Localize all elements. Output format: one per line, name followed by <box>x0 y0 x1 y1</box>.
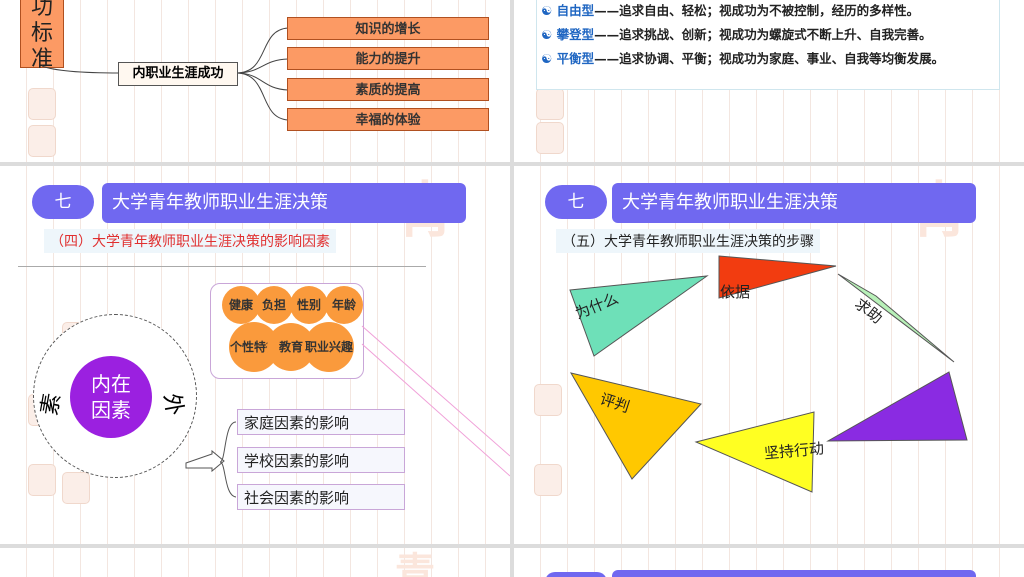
slide-top-left[interactable]: 功 标 准 内职业生涯成功 知识的增长 能力的提升 素质的提高 幸福的体验 <box>0 0 510 162</box>
side-label-char: 标 <box>30 21 53 46</box>
factor-family: 家庭因素的影响 <box>237 409 405 435</box>
yin-yang-icon: ☯ <box>541 27 553 42</box>
slide-influence-factors[interactable]: 青 七 大学青年教师职业生涯决策 （四）大学青年教师职业生涯决策的影响因素 素 … <box>0 166 510 544</box>
seal-stamp-icon <box>28 88 56 120</box>
side-label-box: 功 标 准 <box>20 0 64 72</box>
section-number: 七 <box>545 185 607 219</box>
side-label-char: 准 <box>30 47 53 72</box>
triangle-purple <box>826 371 968 442</box>
section-title-partial <box>612 570 976 577</box>
triangle-basis <box>718 255 837 299</box>
item-ability: 能力的提升 <box>287 47 489 70</box>
type-desc: ——追求自由、轻松；视成功为不被控制，经历的多样性。 <box>594 3 920 18</box>
circle-gender: 性别 <box>290 286 328 324</box>
steps-triangles <box>569 255 968 493</box>
type-name: 自由型 <box>556 3 595 18</box>
item-quality: 素质的提高 <box>287 78 489 101</box>
circle-education: 教育 <box>267 323 315 371</box>
type-desc: ——追求协调、平衡；视成功为家庭、事业、自我等均衡发展。 <box>594 51 945 66</box>
factor-connectors <box>185 325 510 498</box>
slide-top-right[interactable]: ☯ 自由型——追求自由、轻松；视成功为不被控制，经历的多样性。 ☯ 攀登型——追… <box>514 0 1024 162</box>
bracket-connectors <box>41 27 289 121</box>
slide-bottom-left[interactable]: 青 <box>0 548 510 577</box>
seal-stamp-icon <box>28 125 56 157</box>
seal-stamp-icon <box>28 464 56 496</box>
triangle-persist <box>694 411 815 493</box>
type-name: 平衡型 <box>556 51 595 66</box>
circle-health: 健康 <box>222 286 260 324</box>
step-basis-label: 依据 <box>720 283 751 301</box>
item-knowledge: 知识的增长 <box>287 17 489 40</box>
factor-school: 学校因素的影响 <box>237 447 405 473</box>
seal-stamp-icon <box>534 384 562 416</box>
inner-factors-circle: 内在因素 <box>70 356 152 438</box>
seal-stamp-icon <box>534 464 562 496</box>
divider <box>18 266 426 267</box>
yin-yang-icon: ☯ <box>541 3 553 18</box>
types-box: ☯ 自由型——追求自由、轻松；视成功为不被控制，经历的多样性。 ☯ 攀登型——追… <box>536 0 1000 90</box>
section-title: 大学青年教师职业生涯决策 <box>102 183 466 223</box>
circle-career-interest: 职业兴趣 <box>304 322 354 372</box>
circle-personality: 个性特征 <box>229 322 279 372</box>
seal-stamp-icon <box>62 472 90 504</box>
yin-yang-icon: ☯ <box>541 51 553 66</box>
triangle-help <box>837 273 955 363</box>
watermark-seal-icon: 青 <box>395 550 439 577</box>
triangle-judge <box>569 372 702 480</box>
circle-burden: 负担 <box>255 286 293 324</box>
type-row: ☯ 自由型——追求自由、轻松；视成功为不被控制，经历的多样性。 <box>541 0 919 23</box>
type-row: ☯ 平衡型——追求协调、平衡；视成功为家庭、事业、自我等均衡发展。 <box>541 47 991 71</box>
circle-age: 年龄 <box>325 286 363 324</box>
section-subtitle: （五）大学青年教师职业生涯决策的步骤 <box>556 229 820 253</box>
ruled-background <box>0 548 510 577</box>
section-subtitle: （四）大学青年教师职业生涯决策的影响因素 <box>44 229 336 253</box>
type-name: 攀登型 <box>556 27 595 42</box>
section-title: 大学青年教师职业生涯决策 <box>612 183 976 223</box>
side-label-char: 功 <box>30 0 53 20</box>
slide-decision-steps[interactable]: 青 七 大学青年教师职业生涯决策 （五）大学青年教师职业生涯决策的步骤 为什么 … <box>514 166 1024 544</box>
section-number-partial <box>545 572 607 577</box>
seal-stamp-icon <box>536 122 564 154</box>
triangle-why <box>569 275 709 357</box>
slide-bottom-right[interactable] <box>514 548 1024 577</box>
section-number: 七 <box>32 185 94 219</box>
seal-stamp-icon <box>536 88 564 120</box>
type-row: ☯ 攀登型——追求挑战、创新；视成功为螺旋式不断上升、自我完善。 <box>541 23 932 47</box>
item-happiness: 幸福的体验 <box>287 108 489 131</box>
factor-society: 社会因素的影响 <box>237 484 405 510</box>
inner-career-label: 内职业生涯成功 <box>118 62 238 86</box>
type-desc: ——追求挑战、创新；视成功为螺旋式不断上升、自我完善。 <box>594 27 932 42</box>
